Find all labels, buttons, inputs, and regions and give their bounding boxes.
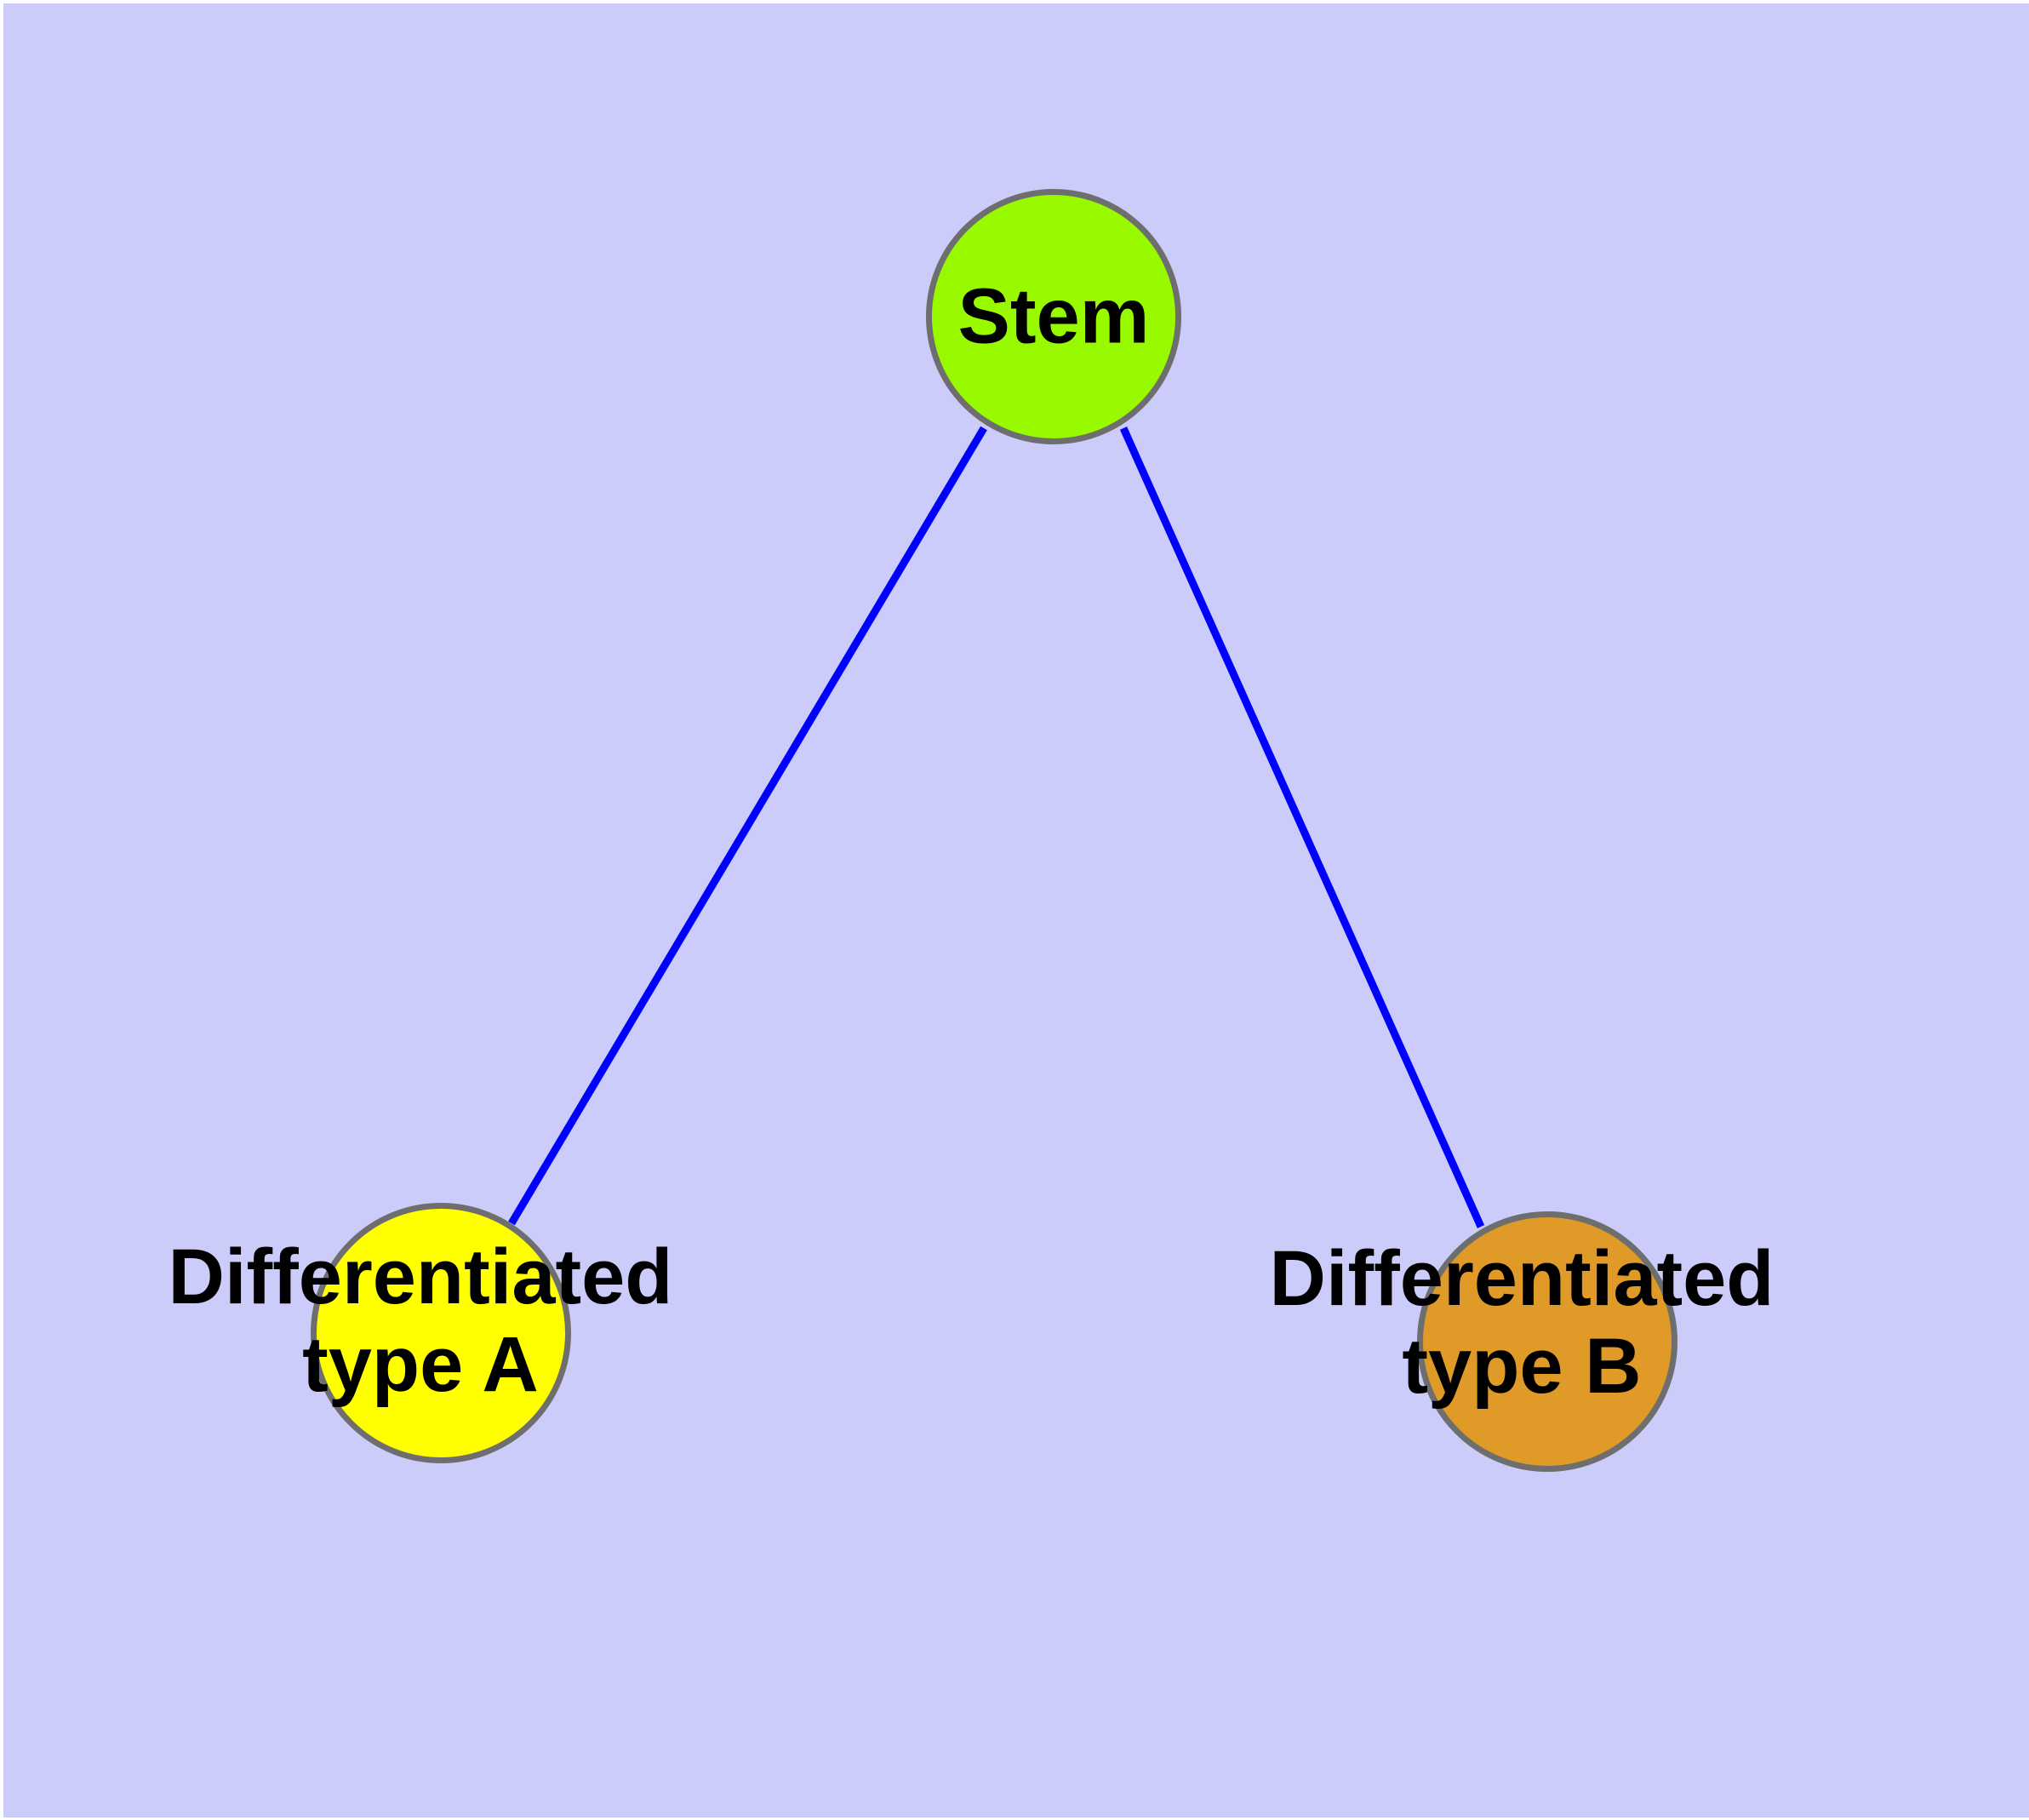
graph-edge [1119,426,1485,1228]
node-circle-diff_b[interactable] [1417,1211,1677,1472]
node-circle-diff_a[interactable] [311,1203,571,1463]
graph-node-diff_b[interactable]: Differentiated type B [1270,1211,1774,1472]
node-circle-stem[interactable] [926,189,1181,444]
graph-node-stem[interactable]: Stem [926,189,1181,444]
graph-edge [508,426,987,1226]
graph-node-diff_a[interactable]: Differentiated type A [169,1203,672,1463]
edges-group [508,426,1485,1228]
